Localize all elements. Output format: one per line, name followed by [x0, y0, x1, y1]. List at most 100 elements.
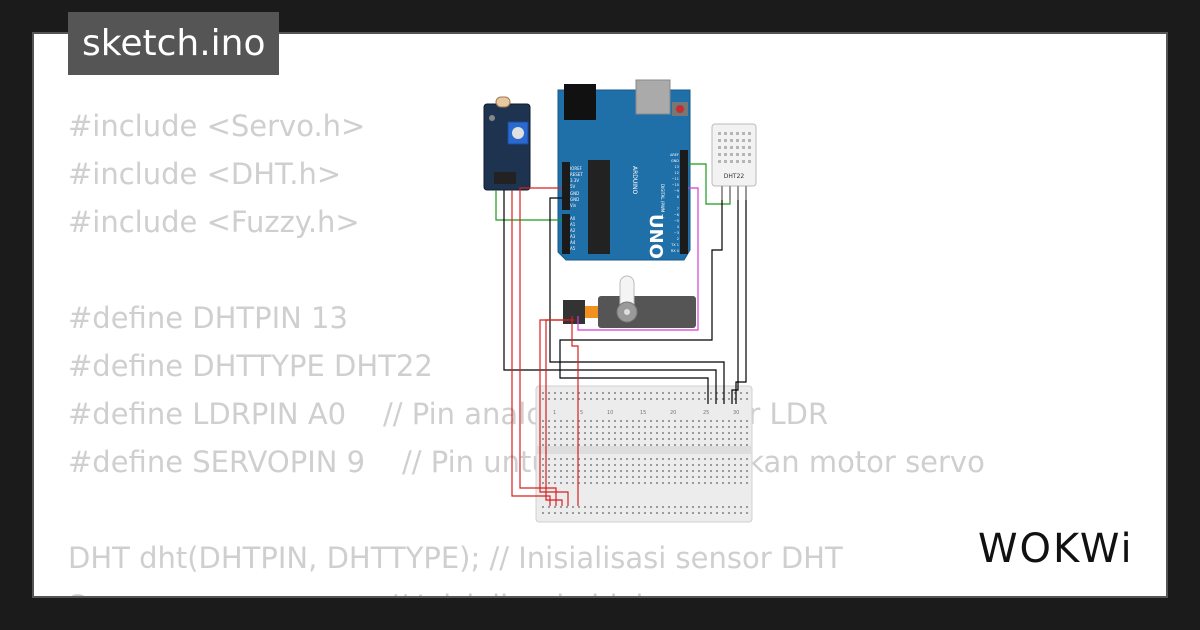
breadboard-hole — [746, 444, 748, 446]
dht22-label: DHT22 — [724, 173, 745, 180]
breadboard-hole — [554, 398, 556, 400]
breadboard-hole — [614, 482, 616, 484]
breadboard-hole — [704, 426, 706, 428]
breadboard-hole — [668, 398, 670, 400]
breadboard-hole — [674, 512, 676, 514]
breadboard-hole — [710, 432, 712, 434]
breadboard-hole — [644, 444, 646, 446]
breadboard-hole — [638, 464, 640, 466]
breadboard-hole — [596, 464, 598, 466]
breadboard-hole — [602, 458, 604, 460]
breadboard-hole — [560, 398, 562, 400]
breadboard-hole — [692, 506, 694, 508]
code-line: #define DHTPIN 13 — [68, 301, 348, 335]
pin-label: GND — [570, 191, 579, 196]
breadboard-hole — [596, 438, 598, 440]
breadboard-hole — [542, 432, 544, 434]
breadboard-hole — [572, 438, 574, 440]
breadboard-hole — [716, 470, 718, 472]
breadboard-hole — [716, 464, 718, 466]
breadboard-hole — [686, 476, 688, 478]
pin-label: A3 — [570, 234, 576, 239]
breadboard-hole — [722, 476, 724, 478]
breadboard-hole — [746, 470, 748, 472]
code-line: #define DHTTYPE DHT22 — [68, 349, 433, 383]
breadboard-hole — [746, 464, 748, 466]
breadboard-hole — [620, 464, 622, 466]
breadboard-hole — [608, 392, 610, 394]
breadboard-hole — [608, 438, 610, 440]
breadboard-hole — [620, 398, 622, 400]
breadboard-hole — [542, 506, 544, 508]
breadboard-hole — [668, 506, 670, 508]
breadboard-hole — [692, 392, 694, 394]
pin-label: 2 — [677, 237, 679, 241]
breadboard-hole — [644, 432, 646, 434]
breadboard-hole — [590, 476, 592, 478]
breadboard-hole — [548, 476, 550, 478]
breadboard-hole — [614, 512, 616, 514]
breadboard-hole — [734, 482, 736, 484]
vent-hole — [730, 160, 733, 163]
code-line: #include <Servo.h> — [68, 109, 366, 143]
breadboard-hole — [740, 420, 742, 422]
vent-hole — [730, 146, 733, 149]
breadboard-hole — [668, 432, 670, 434]
vent-hole — [736, 132, 739, 135]
breadboard-hole — [728, 476, 730, 478]
breadboard-hole — [674, 470, 676, 472]
pin-label: 4 — [677, 225, 680, 229]
breadboard-hole — [596, 506, 598, 508]
breadboard-hole — [716, 444, 718, 446]
breadboard-hole — [542, 470, 544, 472]
potentiometer-knob — [512, 127, 524, 139]
breadboard-hole — [626, 432, 628, 434]
wire-red — [519, 187, 562, 506]
breadboard-hole — [572, 432, 574, 434]
breadboard-hole — [728, 458, 730, 460]
breadboard-hole — [590, 398, 592, 400]
breadboard-hole — [734, 458, 736, 460]
breadboard-hole — [686, 464, 688, 466]
breadboard-hole — [722, 432, 724, 434]
breadboard-hole — [710, 444, 712, 446]
breadboard-hole — [590, 438, 592, 440]
wire-red — [539, 319, 574, 506]
pin-label: A4 — [570, 240, 576, 245]
breadboard-hole — [680, 438, 682, 440]
breadboard-hole — [656, 392, 658, 394]
breadboard-hole — [626, 438, 628, 440]
dht22-vent-grid — [718, 132, 751, 163]
usb-port — [635, 79, 671, 115]
vent-hole — [742, 160, 745, 163]
breadboard-hole — [686, 470, 688, 472]
breadboard-hole — [662, 438, 664, 440]
breadboard-hole — [668, 482, 670, 484]
breadboard-hole — [566, 512, 568, 514]
breadboard-hole — [740, 506, 742, 508]
breadboard-hole — [674, 420, 676, 422]
breadboard-hole — [548, 464, 550, 466]
breadboard-hole — [722, 470, 724, 472]
breadboard-hole — [614, 432, 616, 434]
breadboard-hole — [710, 470, 712, 472]
breadboard-hole — [698, 432, 700, 434]
breadboard-hole — [704, 464, 706, 466]
breadboard-hole — [626, 398, 628, 400]
breadboard-hole — [560, 426, 562, 428]
breadboard-hole — [668, 438, 670, 440]
breadboard-hole — [704, 482, 706, 484]
breadboard-hole — [746, 432, 748, 434]
breadboard-hole — [710, 476, 712, 478]
breadboard-hole — [602, 444, 604, 446]
breadboard-hole — [614, 392, 616, 394]
breadboard-hole — [566, 470, 568, 472]
breadboard-hole — [608, 482, 610, 484]
breadboard-hole — [572, 482, 574, 484]
breadboard-hole — [614, 420, 616, 422]
breadboard-hole — [566, 506, 568, 508]
breadboard-hole — [698, 506, 700, 508]
breadboard-hole — [608, 426, 610, 428]
breadboard-hole — [596, 392, 598, 394]
breadboard-hole — [620, 426, 622, 428]
